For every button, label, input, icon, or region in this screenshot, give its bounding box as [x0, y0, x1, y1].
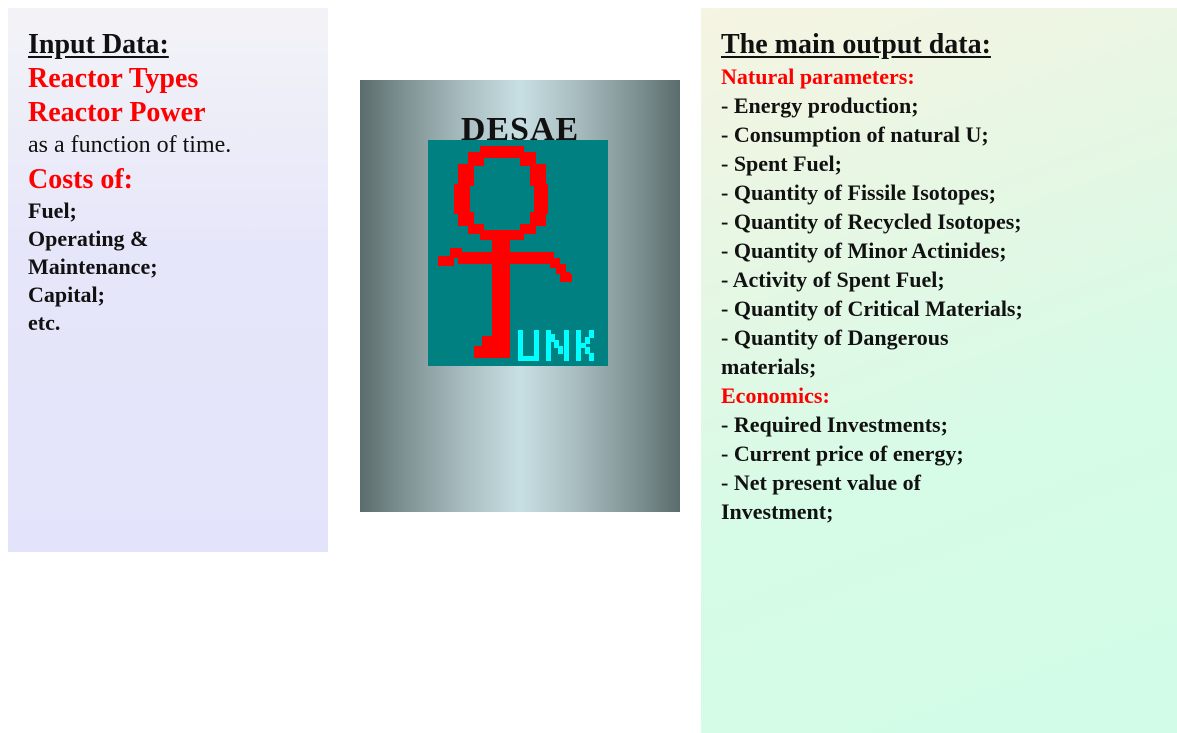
cost-item: Maintenance;	[28, 254, 158, 279]
output-data-panel: The main output data: Natural parameters…	[701, 8, 1177, 733]
economics-item: Investment;	[721, 499, 834, 524]
cost-item: Capital;	[28, 282, 105, 307]
unk-text-icon	[518, 330, 594, 361]
economics-item: - Required Investments;	[721, 412, 948, 437]
input-data-title: Input Data:	[28, 29, 169, 60]
economics-item: - Current price of energy;	[721, 441, 964, 466]
cost-item: Operating &	[28, 226, 149, 251]
cost-item: etc.	[28, 310, 61, 335]
economics-heading: Economics:	[721, 383, 830, 408]
natural-item: - Quantity of Recycled Isotopes;	[721, 209, 1022, 234]
natural-item: materials;	[721, 354, 817, 379]
natural-parameters-heading: Natural parameters:	[721, 64, 915, 89]
natural-item: - Quantity of Fissile Isotopes;	[721, 180, 996, 205]
cost-item: Fuel;	[28, 198, 77, 223]
input-data-panel: Input Data: Reactor Types Reactor Power …	[8, 8, 328, 552]
natural-item: - Energy production;	[721, 93, 919, 118]
power-note: as a function of time.	[28, 132, 232, 158]
reactor-types-heading: Reactor Types	[28, 63, 199, 94]
natural-item: - Quantity of Critical Materials;	[721, 296, 1023, 321]
costs-heading: Costs of:	[28, 164, 133, 195]
economics-item: - Net present value of	[721, 470, 921, 495]
natural-item: - Quantity of Minor Actinides;	[721, 238, 1007, 263]
output-data-title: The main output data:	[721, 29, 991, 60]
unk-figure-icon	[438, 146, 594, 361]
natural-item: - Consumption of natural U;	[721, 122, 989, 147]
unk-logo	[428, 140, 608, 366]
desae-panel: DESAE	[360, 80, 680, 512]
reactor-power-heading: Reactor Power	[28, 97, 206, 128]
natural-item: - Activity of Spent Fuel;	[721, 267, 945, 292]
natural-item: - Spent Fuel;	[721, 151, 842, 176]
natural-item: - Quantity of Dangerous	[721, 325, 949, 350]
